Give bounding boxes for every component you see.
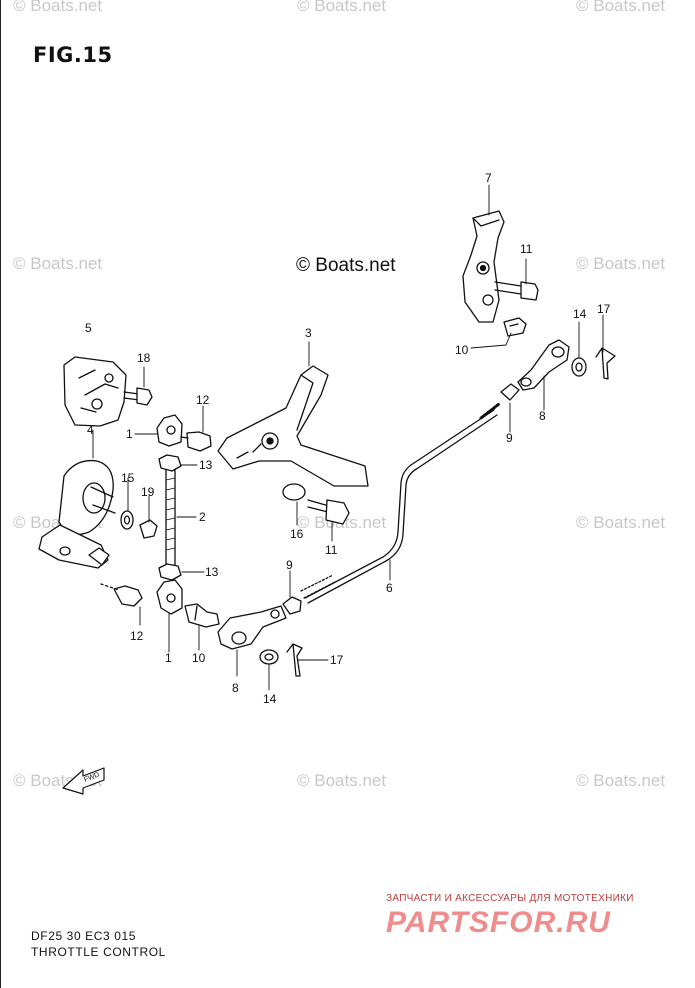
part-11-bolt-upper — [494, 281, 539, 301]
callout-5: 5 — [85, 321, 92, 335]
part-17-clip-upper — [595, 347, 616, 380]
callout-7: 7 — [485, 171, 492, 185]
part-12-bolt-lower-left — [100, 583, 143, 607]
part-10-pin-lower — [184, 603, 220, 628]
part-2-link-rod — [165, 469, 176, 571]
callout-12-lower: 12 — [130, 629, 144, 643]
promo-tagline: ЗАПЧАСТИ И АКСЕССУАРЫ ДЛЯ МОТОТЕХНИКИ — [386, 893, 634, 904]
part-9-nut-lower — [282, 596, 302, 615]
watermark: © Boats.net — [13, 254, 103, 273]
callout-11-lower: 11 — [325, 543, 338, 557]
callout-8-lower: 8 — [232, 681, 239, 695]
part-14-washer-upper — [571, 357, 587, 377]
part-16-washer — [282, 483, 306, 501]
callout-12-upper: 12 — [196, 393, 210, 407]
part-4-cam-assembly — [38, 459, 116, 569]
part-13-nut-upper — [158, 454, 182, 472]
part-9-nut-upper — [500, 383, 520, 401]
callout-4: 4 — [87, 423, 94, 437]
part-3-throttle-arm — [217, 365, 369, 487]
callout-18: 18 — [137, 351, 151, 365]
figure-title: FIG.15 — [33, 43, 113, 67]
part-15-washer — [120, 510, 134, 530]
center-watermark: © Boats.net — [296, 255, 396, 276]
part-6-rod — [300, 402, 501, 604]
part-1-ball-joint-lower — [156, 579, 183, 615]
part-13-nut-lower — [158, 563, 182, 581]
watermark: © Boats.net — [576, 0, 666, 15]
watermark: © Boats.net — [576, 513, 666, 532]
part-7-bracket — [462, 210, 505, 323]
callout-14-lower: 14 — [263, 692, 277, 706]
part-18-screw — [123, 387, 153, 406]
promo-logo[interactable]: PARTSFOR.RU — [386, 906, 611, 939]
watermark: © Boats.net — [297, 771, 387, 790]
watermark: © Boats.net — [297, 0, 387, 15]
part-8-link-end-upper — [517, 339, 570, 391]
callout-8-upper: 8 — [539, 409, 546, 423]
callout-1-lower: 1 — [165, 651, 172, 665]
model-caption: DF25 30 EC3 015 — [31, 929, 137, 943]
part-19-nut — [139, 519, 158, 539]
part-10-pin-upper — [503, 317, 527, 337]
callout-9-lower: 9 — [286, 558, 293, 572]
callout-1-upper: 1 — [126, 427, 133, 441]
part-8-link-end-lower — [217, 605, 287, 650]
callout-17-lower: 17 — [330, 653, 344, 667]
part-17-clip-lower — [286, 643, 303, 677]
callout-6: 6 — [386, 581, 393, 595]
callout-13-upper: 13 — [199, 458, 213, 472]
leader-lines — [92, 184, 604, 691]
watermark: © Boats.net — [576, 254, 666, 273]
part-5-plate — [63, 356, 127, 427]
part-1-ball-joint-upper — [156, 414, 183, 447]
section-caption: THROTTLE CONTROL — [31, 945, 166, 959]
callout-3: 3 — [305, 326, 312, 340]
part-14-washer-lower — [259, 649, 279, 665]
callout-19: 19 — [141, 485, 155, 499]
callout-14-upper: 14 — [573, 307, 587, 321]
callout-10-lower: 10 — [192, 651, 206, 665]
watermark: © Boats.net — [13, 0, 103, 15]
callout-11-upper: 11 — [520, 242, 533, 256]
callouts: 1 1 2 3 4 5 6 7 8 8 9 9 10 10 11 11 12 1… — [85, 171, 611, 706]
watermark: © Boats.net — [576, 771, 666, 790]
part-11-bolt-middle — [307, 499, 350, 525]
callout-13-lower: 13 — [205, 565, 219, 579]
callout-2: 2 — [199, 510, 206, 524]
part-12-bolt-upper — [180, 431, 212, 452]
callout-10-upper: 10 — [455, 343, 469, 357]
callout-15: 15 — [121, 471, 135, 485]
callout-16: 16 — [290, 527, 304, 541]
fwd-arrow-icon: FWD — [62, 767, 105, 795]
callout-9-upper: 9 — [506, 431, 513, 445]
callout-17-upper: 17 — [597, 302, 611, 316]
